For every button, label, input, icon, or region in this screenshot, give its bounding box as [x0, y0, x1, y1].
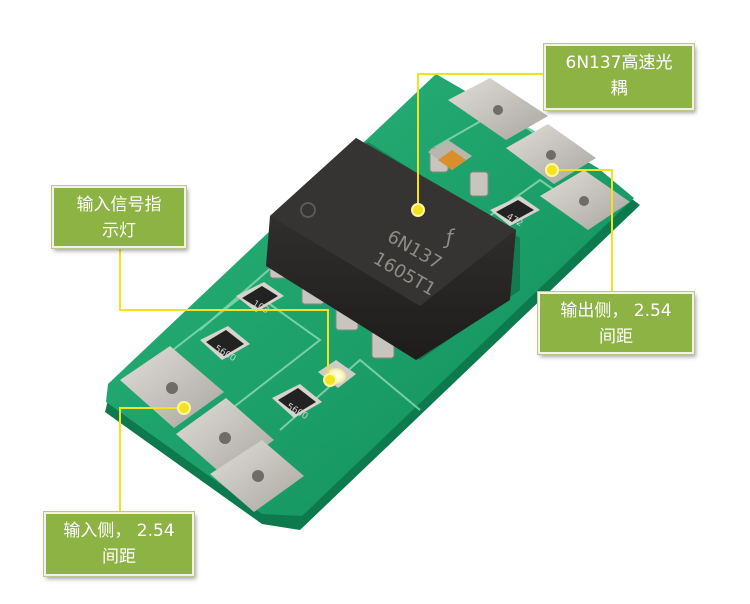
- input-pads: [120, 346, 304, 512]
- callout-output-side-label: 输出侧， 2.54 间距: [538, 292, 694, 354]
- callout-input-led-label: 输入信号指 示灯: [52, 186, 186, 248]
- callout-input-side-label: 输入侧， 2.54 间距: [44, 512, 194, 576]
- smd-capacitor: [428, 140, 472, 170]
- resistor-r4: 5600: [272, 384, 322, 422]
- leader-dots: [177, 163, 559, 415]
- dot-optocoupler: [411, 203, 425, 217]
- leader-input: [119, 407, 182, 512]
- dot-output: [545, 163, 559, 177]
- callout-leaders: [119, 73, 613, 512]
- resistor-r1: 472: [490, 196, 540, 229]
- chip-pin1-dot: [300, 202, 316, 218]
- leader-output: [552, 169, 613, 292]
- leader-optocoupler: [417, 73, 544, 208]
- callout-optocoupler-label: 6N137高速光 耦: [544, 44, 694, 110]
- dot-input: [177, 401, 191, 415]
- leader-input-led: [119, 248, 329, 378]
- dot-input-led: [323, 373, 337, 387]
- chip-logo: ƒ: [442, 225, 456, 249]
